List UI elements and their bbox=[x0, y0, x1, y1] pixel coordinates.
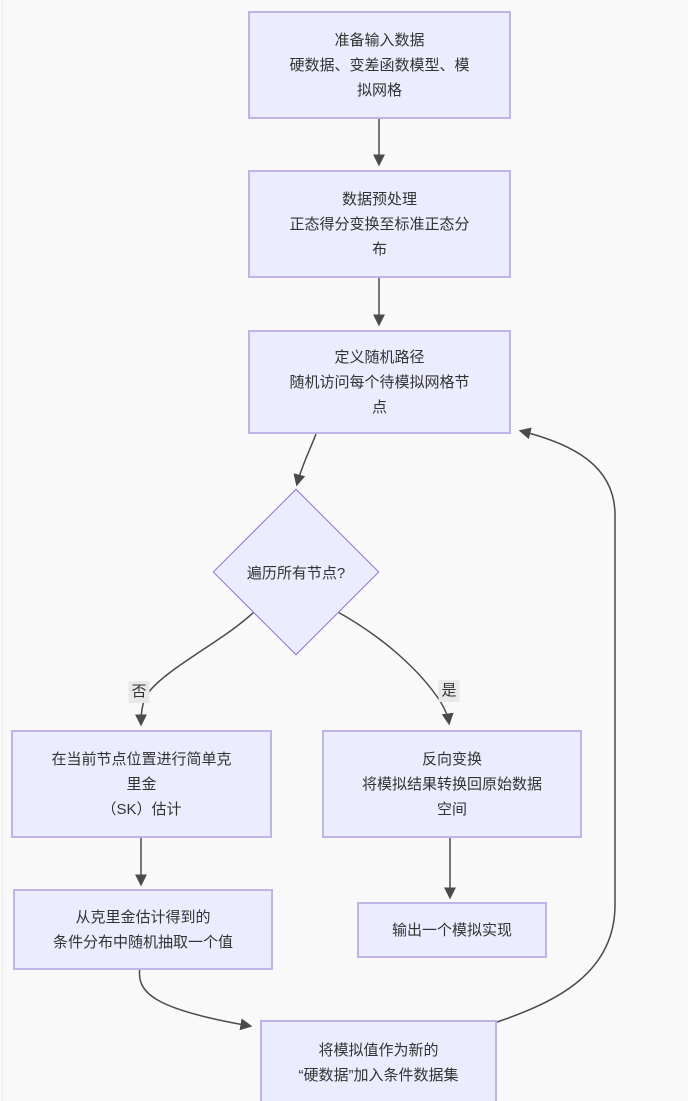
node-prepare-input: 准备输入数据 硬数据、变差函数模型、模 拟网格 bbox=[248, 11, 511, 119]
edge-label-no: 否 bbox=[128, 681, 150, 703]
node-output-realization: 输出一个模拟实现 bbox=[357, 902, 547, 958]
edge-drawval-to-addhard bbox=[138, 966, 253, 1031]
node-simple-kriging: 在当前节点位置进行简单克 里金 （SK）估计 bbox=[11, 730, 272, 838]
edge-label-yes: 是 bbox=[438, 680, 460, 702]
edge-randpath-to-decision bbox=[293, 433, 317, 487]
node-add-hard-data: 将模拟值作为新的 “硬数据”加入条件数据集 bbox=[260, 1020, 497, 1101]
decision-label: 遍历所有节点? bbox=[246, 564, 346, 582]
node-draw-value: 从克里金估计得到的 条件分布中随机抽取一个值 bbox=[13, 889, 273, 970]
edge-decision-no bbox=[135, 609, 257, 727]
node-preprocess: 数据预处理 正态得分变换至标准正态分 布 bbox=[248, 170, 511, 278]
edge-decision-yes bbox=[335, 610, 454, 726]
node-random-path: 定义随机路径 随机访问每个待模拟网格节 点 bbox=[248, 330, 511, 434]
panel-divider bbox=[2, 0, 3, 1101]
node-back-transform: 反向变换 将模拟结果转换回原始数据 空间 bbox=[322, 730, 582, 838]
